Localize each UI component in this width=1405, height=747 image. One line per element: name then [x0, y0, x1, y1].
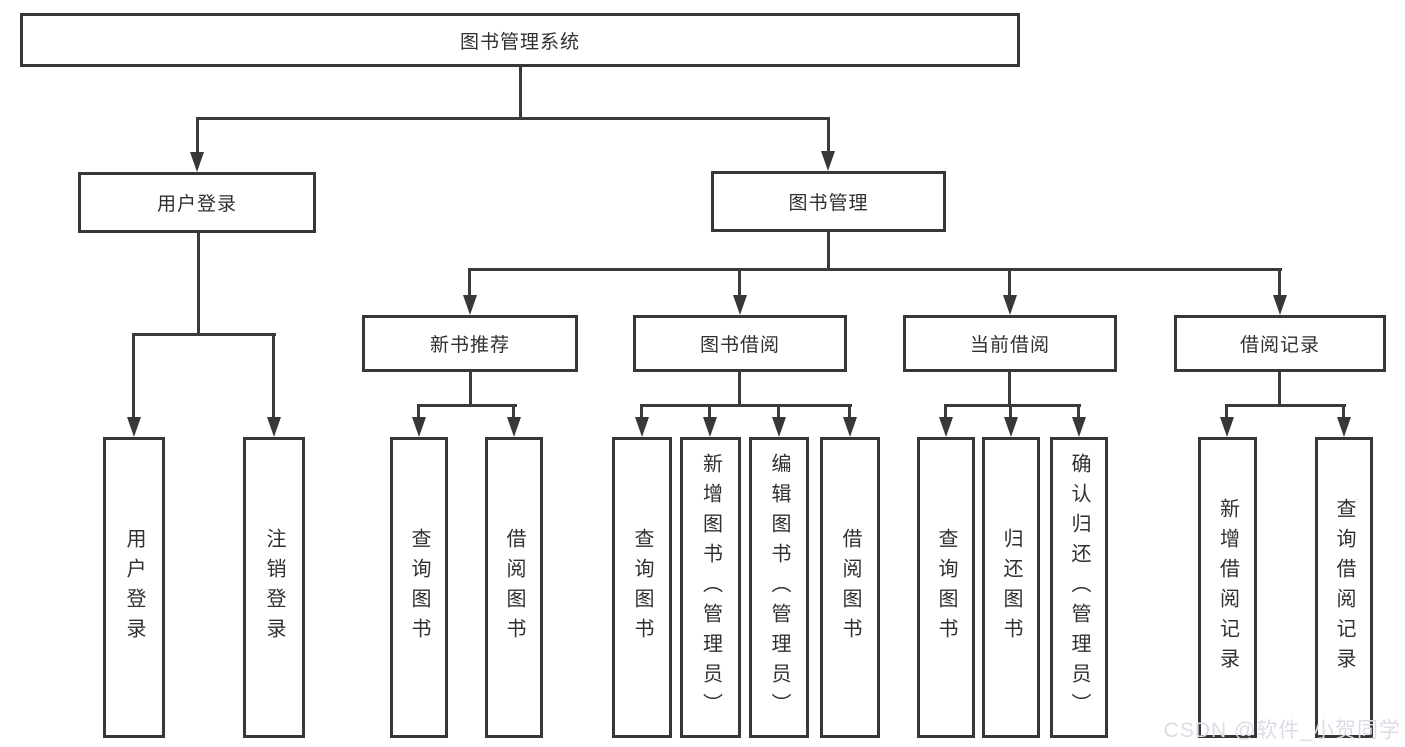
arrowhead-book-management-icon — [821, 151, 835, 171]
arrowhead-leaf-logout-icon — [267, 417, 281, 437]
node-label: 用户登录 — [123, 527, 145, 648]
node-leaf-logout: 注销登录 — [243, 437, 305, 738]
connector-drop-book-management — [827, 117, 830, 153]
connector-borrowing-rail — [640, 404, 852, 407]
connector-records-stem — [1278, 372, 1281, 406]
arrowhead-add-books-icon — [703, 417, 717, 437]
node-label: 当前借阅 — [969, 335, 1050, 356]
node-book-management: 图书管理 — [711, 171, 946, 232]
connector-drop-query-books-1 — [417, 404, 420, 418]
node-leaf-query-borrow-record: 查询借阅记录 — [1315, 437, 1373, 738]
arrowhead-edit-books-icon — [772, 417, 786, 437]
node-label: 查询图书 — [935, 527, 957, 648]
node-leaf-return-books: 归还图书 — [982, 437, 1040, 738]
connector-book-management-rail — [469, 268, 1282, 271]
node-leaf-user-login: 用户登录 — [103, 437, 165, 738]
node-label: 图书借阅 — [699, 335, 780, 356]
arrowhead-add-record-icon — [1220, 417, 1234, 437]
node-label: 借阅图书 — [839, 527, 861, 648]
arrowhead-query-record-icon — [1337, 417, 1351, 437]
connector-recommend-stem — [469, 372, 472, 406]
node-leaf-confirm-return-admin: 确认归还（管理员） — [1050, 437, 1108, 738]
connector-drop-confirm-return — [1077, 404, 1080, 418]
arrowhead-borrow-books-1-icon — [507, 417, 521, 437]
node-leaf-query-books-borrowing: 查询图书 — [612, 437, 672, 738]
connector-root-stem — [519, 67, 522, 119]
arrowhead-book-borrowing-icon — [733, 295, 747, 315]
node-label: 新增图书（管理员） — [699, 452, 722, 723]
arrowhead-current-borrowing-icon — [1003, 295, 1017, 315]
arrowhead-borrow-books-2-icon — [843, 417, 857, 437]
node-label: 查询图书 — [631, 527, 653, 648]
connector-drop-query-books-2 — [640, 404, 643, 418]
connector-drop-book-borrowing — [738, 268, 741, 297]
node-leaf-borrow-books-borrowing: 借阅图书 — [820, 437, 880, 738]
arrowhead-query-books-1-icon — [412, 417, 426, 437]
node-label: 查询借阅记录 — [1333, 497, 1355, 678]
node-label: 借阅记录 — [1239, 335, 1320, 356]
connector-records-rail — [1225, 404, 1346, 407]
node-label: 新书推荐 — [429, 335, 510, 356]
connector-current-rail — [944, 404, 1081, 407]
arrowhead-new-book-recommend-icon — [463, 295, 477, 315]
connector-drop-return-books — [1009, 404, 1012, 418]
arrowhead-query-books-3-icon — [939, 417, 953, 437]
connector-drop-add-record — [1225, 404, 1228, 418]
connector-drop-add-books — [708, 404, 711, 418]
arrowhead-borrowing-records-icon — [1273, 295, 1287, 315]
node-label: 用户登录 — [156, 194, 237, 215]
arrowhead-query-books-2-icon — [635, 417, 649, 437]
connector-recommend-rail — [417, 404, 517, 407]
connector-drop-leaf-logout — [272, 333, 275, 417]
node-borrowing-records: 借阅记录 — [1174, 315, 1386, 372]
connector-drop-query-record — [1342, 404, 1345, 418]
node-book-borrowing: 图书借阅 — [633, 315, 847, 372]
node-label: 归还图书 — [1000, 527, 1022, 648]
connector-book-management-stem — [827, 232, 830, 270]
arrowhead-confirm-return-icon — [1072, 417, 1086, 437]
connector-borrowing-stem — [738, 372, 741, 406]
arrowhead-leaf-user-login-icon — [127, 417, 141, 437]
node-root: 图书管理系统 — [20, 13, 1020, 67]
connector-drop-user-login — [196, 117, 199, 153]
node-leaf-edit-books-admin: 编辑图书（管理员） — [749, 437, 809, 738]
node-leaf-query-books-current: 查询图书 — [917, 437, 975, 738]
node-leaf-borrow-books-recommend: 借阅图书 — [485, 437, 543, 738]
connector-drop-query-books-3 — [944, 404, 947, 418]
node-label: 确认归还（管理员） — [1068, 452, 1090, 723]
connector-drop-leaf-user-login — [132, 333, 135, 417]
connector-drop-new-book-recommend — [468, 268, 471, 297]
node-label: 图书管理 — [788, 193, 869, 214]
node-leaf-add-books-admin: 新增图书（管理员） — [680, 437, 741, 738]
connector-drop-borrowing-records — [1278, 268, 1281, 297]
arrowhead-return-books-icon — [1004, 417, 1018, 437]
arrowhead-user-login-icon — [190, 152, 204, 172]
node-label: 图书管理系统 — [459, 31, 580, 53]
connector-user-login-stem — [197, 233, 200, 335]
node-label: 新增借阅记录 — [1216, 497, 1239, 678]
connector-drop-edit-books — [777, 404, 780, 418]
node-label: 查询图书 — [408, 527, 430, 648]
connector-current-stem — [1008, 372, 1011, 406]
connector-user-login-rail — [132, 333, 276, 336]
node-new-book-recommend: 新书推荐 — [362, 315, 578, 372]
node-leaf-query-books-recommend: 查询图书 — [390, 437, 448, 738]
watermark-text: CSDN @软件_小贺同学 — [1163, 719, 1401, 742]
node-user-login: 用户登录 — [78, 172, 316, 233]
connector-drop-current-borrowing — [1008, 268, 1011, 297]
connector-root-rail — [196, 117, 830, 120]
node-label: 注销登录 — [263, 527, 285, 648]
node-label: 借阅图书 — [503, 527, 525, 648]
node-leaf-add-borrow-record: 新增借阅记录 — [1198, 437, 1257, 738]
node-label: 编辑图书（管理员） — [768, 452, 790, 723]
connector-drop-borrow-books-1 — [512, 404, 515, 418]
node-current-borrowing: 当前借阅 — [903, 315, 1117, 372]
connector-drop-borrow-books-2 — [848, 404, 851, 418]
